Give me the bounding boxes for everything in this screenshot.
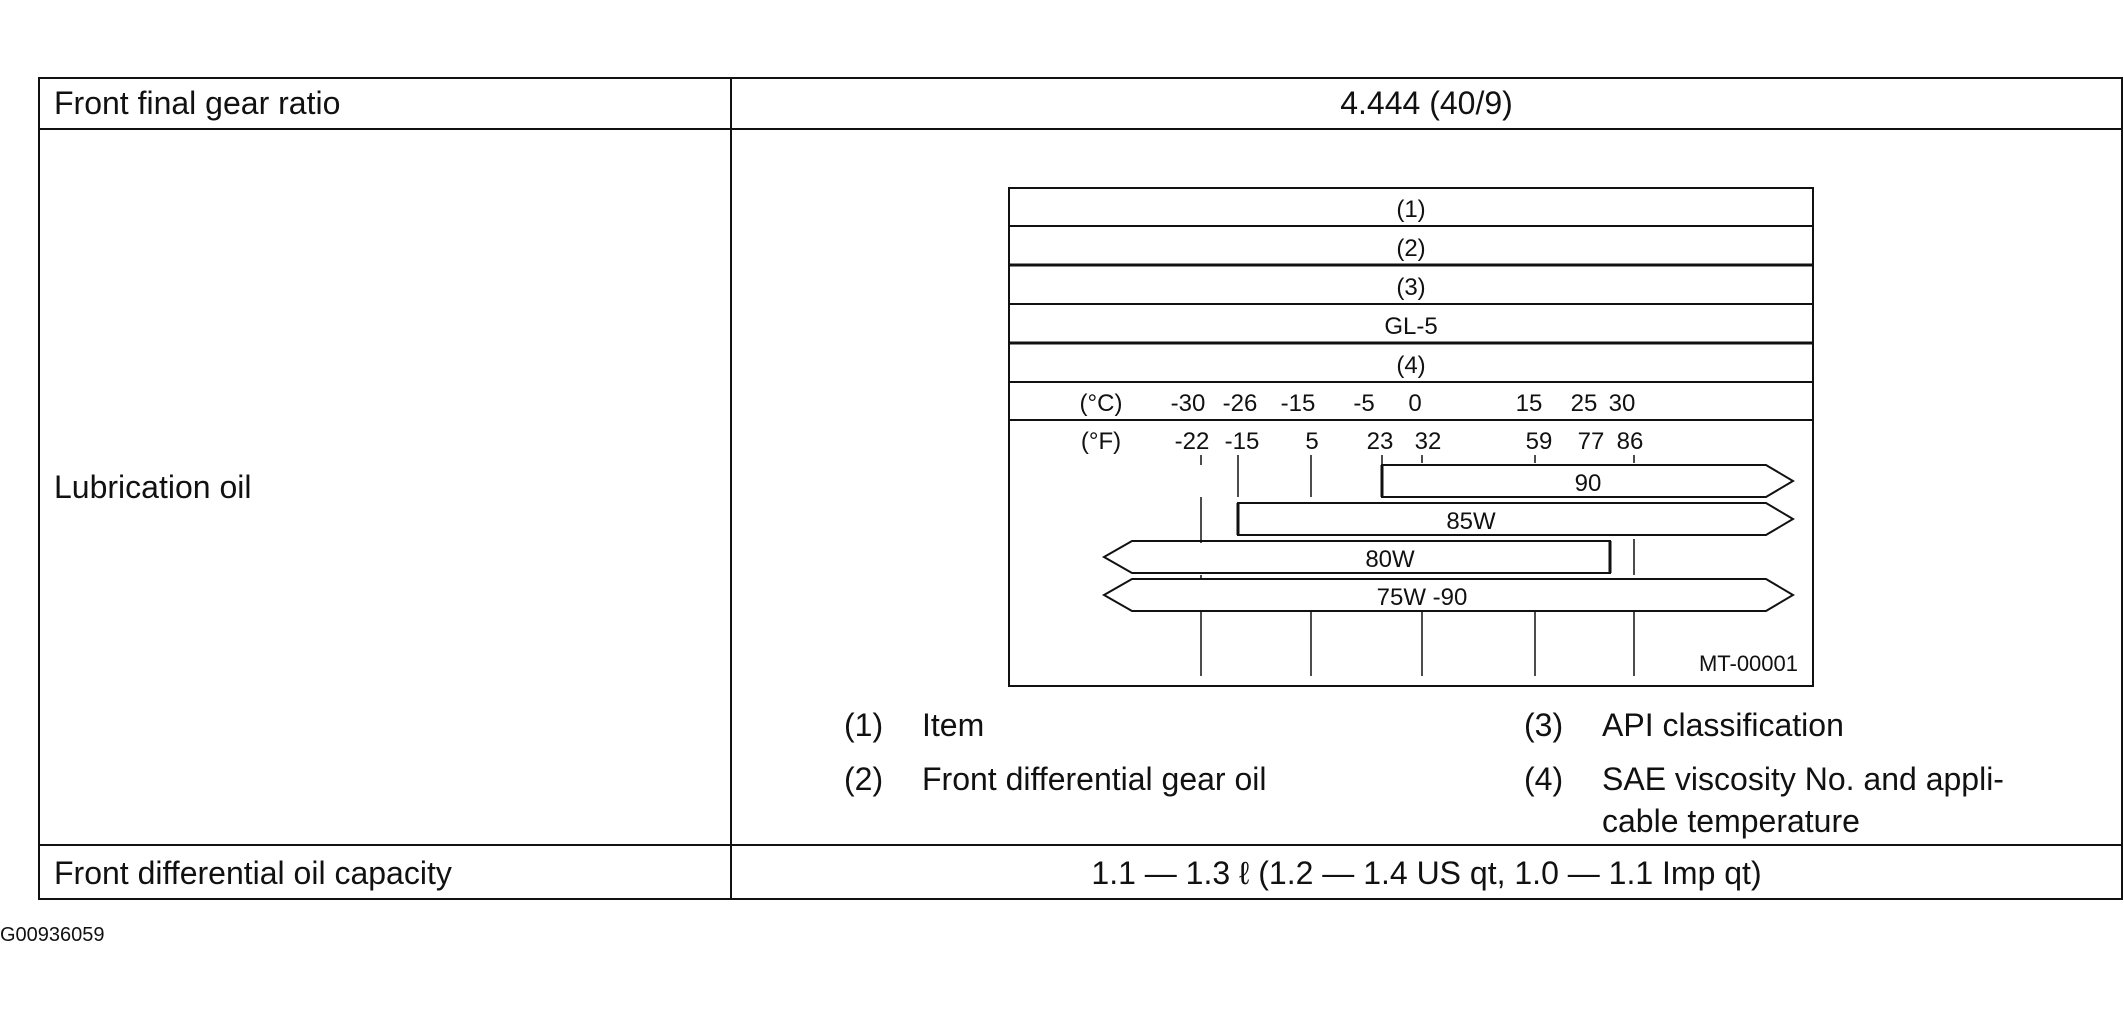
celsius-unit-label: (°C) [1080, 390, 1123, 417]
grade-arrow-85w [1237, 502, 1795, 536]
grade-label-75w-90: 75W -90 [1377, 584, 1468, 611]
value-oil-capacity: 1.1 — 1.3 ℓ (1.2 — 1.4 US qt, 1.0 — 1.1 … [1091, 854, 1762, 891]
celsius-tick: -30 [1171, 390, 1206, 417]
legend-number: (1) [844, 707, 884, 743]
fahrenheit-tick: 86 [1617, 428, 1644, 455]
row-lubrication-oil: Lubrication oil [40, 130, 2121, 846]
figure-code: MT-00001 [1699, 651, 1798, 676]
fahrenheit-tick: 5 [1305, 428, 1318, 455]
value-final-gear-ratio: 4.444 (40/9) [1340, 85, 1513, 121]
grade-label-90: 90 [1575, 470, 1602, 497]
legend-number: (3) [1524, 707, 1564, 743]
legend-text: API classification [1602, 707, 1844, 743]
band-label-item: (1) [1396, 196, 1425, 223]
celsius-tick: -5 [1353, 390, 1374, 417]
row-final-gear-ratio: Front final gear ratio 4.444 (40/9) [40, 79, 2121, 130]
fahrenheit-tick: -22 [1175, 428, 1210, 455]
grade-arrow-80w [1101, 540, 1611, 574]
legend-number: (4) [1524, 761, 1564, 797]
celsius-tick: 30 [1609, 390, 1636, 417]
band-label-gear-oil: (2) [1396, 235, 1425, 262]
label-final-gear-ratio: Front final gear ratio [40, 79, 732, 128]
celsius-tick: 0 [1408, 390, 1421, 417]
grade-arrow-75w-90 [1101, 578, 1795, 612]
fahrenheit-tick: 77 [1578, 428, 1605, 455]
fahrenheit-tick: 23 [1367, 428, 1394, 455]
celsius-tick: 25 [1571, 390, 1598, 417]
legend-number: (2) [844, 761, 884, 797]
grade-label-85w: 85W [1446, 508, 1496, 535]
legend-text: Front differential gear oil [922, 761, 1267, 797]
label-lubrication-oil: Lubrication oil [40, 130, 732, 844]
spec-table: Front final gear ratio 4.444 (40/9) Lubr… [38, 77, 2123, 900]
fahrenheit-unit-label: (°F) [1081, 428, 1121, 455]
fahrenheit-tick: 32 [1415, 428, 1442, 455]
band-label-api: (3) [1396, 274, 1425, 301]
band-label-api-value: GL-5 [1384, 313, 1437, 340]
temperature-guide-lines [1200, 455, 1635, 676]
legend-text: cable temperature [1602, 803, 1860, 839]
document-code: G00936059 [0, 924, 105, 946]
row-oil-capacity: Front differential oil capacity 1.1 — 1.… [40, 846, 2121, 900]
grade-label-80w: 80W [1365, 546, 1415, 573]
fahrenheit-tick: 59 [1526, 428, 1553, 455]
legend-text: Item [922, 707, 985, 743]
celsius-tick: -15 [1281, 390, 1316, 417]
band-label-sae: (4) [1396, 352, 1425, 379]
fahrenheit-tick: -15 [1225, 428, 1260, 455]
viscosity-temperature-diagram: (1) (2) (3) GL-5 (4) (°C) (°F) -30 -26 -… [1008, 187, 1814, 687]
celsius-tick: 15 [1516, 390, 1543, 417]
diagram-frame [1008, 187, 1814, 687]
label-oil-capacity: Front differential oil capacity [40, 846, 732, 900]
celsius-tick: -26 [1223, 390, 1258, 417]
legend-text: SAE viscosity No. and appli- [1602, 761, 2004, 797]
